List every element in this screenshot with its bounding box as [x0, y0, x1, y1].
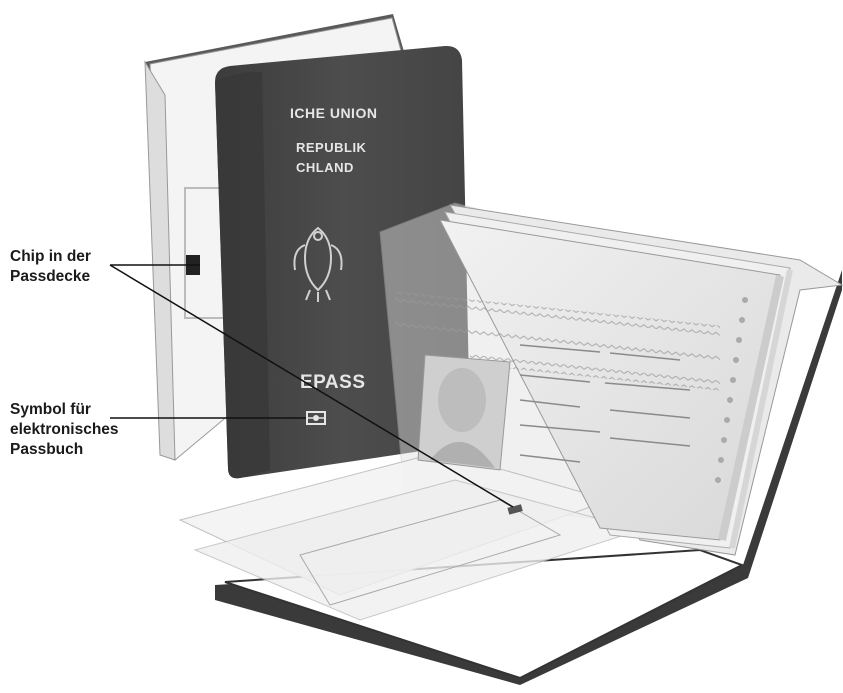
- cover-line-2: REPUBLIK: [296, 140, 367, 155]
- symbol-callout-line-2: elektronisches: [10, 420, 119, 440]
- cover-title: EPASS: [300, 372, 366, 393]
- symbol-callout-line-3: Passbuch: [10, 440, 119, 460]
- chip-callout-line-2: Passdecke: [10, 267, 91, 287]
- cover-line-1: ICHE UNION: [290, 105, 377, 121]
- portrait-photo: [418, 355, 510, 470]
- chip-callout-label: Chip in der Passdecke: [10, 247, 91, 287]
- cover-line-3: CHLAND: [296, 160, 354, 175]
- symbol-callout-line-1: Symbol für: [10, 400, 119, 420]
- symbol-callout-label: Symbol für elektronisches Passbuch: [10, 400, 119, 460]
- chip-callout-line-1: Chip in der: [10, 247, 91, 267]
